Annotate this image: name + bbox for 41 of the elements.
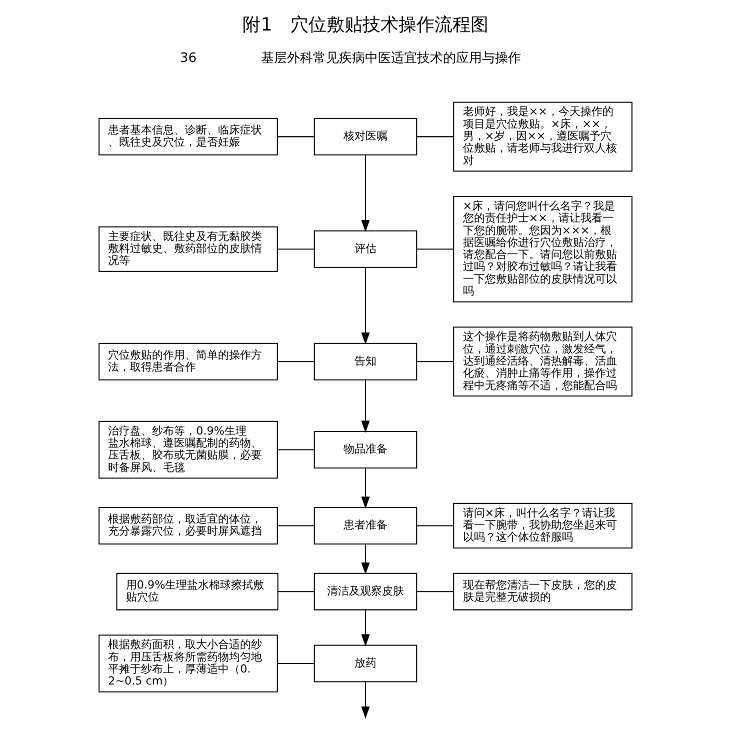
connector bbox=[277, 449, 314, 450]
node-box: 物品准备 bbox=[313, 431, 417, 468]
connector bbox=[277, 525, 314, 526]
connector bbox=[277, 663, 314, 664]
node-box: 穴位敷贴的作用、简单的操作方法，取得患者合作 bbox=[98, 342, 278, 380]
connector bbox=[416, 591, 453, 592]
node-box: 请问×床，叫什么名字？请让我看一下腕带，我协助您坐起来可以吗？这个体位舒服吗 bbox=[452, 502, 632, 549]
node-box: 用0.9%生理盐水棉球擦拭敷贴穴位 bbox=[116, 572, 278, 610]
connector bbox=[416, 136, 453, 138]
node-box: 根据敷药部位，取适宜的体位，充分暴露穴位，必要时屏风遮挡 bbox=[98, 506, 278, 544]
arrow bbox=[360, 544, 370, 575]
node-box: 治疗盘、纱布等，0.9%生理盐水棉球、遵医嘱配制的药物、压舌板、胶布或无菌贴膜，必要时备屏风、毛毯 bbox=[98, 420, 278, 479]
connector bbox=[277, 136, 314, 138]
node-box: 核对医嘱 bbox=[313, 118, 417, 156]
arrow bbox=[360, 682, 370, 719]
node-box: 老师好，我是××，今天操作的项目是穴位敷贴。×床，××，男，×岁，因××，遵医嘱予穴位敷贴，请老师与我进行双人核对 bbox=[452, 102, 632, 172]
node-box: ×床，请问您叫什么名字？我是您的责任护士××，请让我看一下您的腕带。您因为×××，根据医嘱给你进行穴位敷贴治疗，请您配合一下。请问您以前敷贴过吗？对胶布过敏吗？请让我看一下您敷贴部位的皮肤情况可以吗 bbox=[452, 196, 632, 302]
node-box: 根据敷药面积，取大小合适的纱布，用压舌板将所需药物均匀地平摊于纱布上，厚薄适中（0.2~0.5 cm） bbox=[98, 634, 278, 692]
arrow bbox=[360, 610, 370, 646]
connector bbox=[278, 591, 314, 592]
node-box: 清洁及观察皮肤 bbox=[313, 572, 417, 610]
node-box: 现在帮您清洁一下皮肤，您的皮肤是完整无破损的 bbox=[452, 572, 632, 610]
diagram-title: 附1 穴位敷贴技术操作流程图 bbox=[242, 14, 488, 36]
label: 36 bbox=[179, 51, 196, 66]
node-box: 这个操作是将药物敷贴到人体穴位，通过刺激穴位，激发经气，达到通经活络、清热解毒、活血化瘀、消肿止痛等作用，操作过程中无疼痛等不适，您能配合吗 bbox=[452, 326, 632, 397]
connector bbox=[277, 248, 314, 250]
node-box: 告知 bbox=[313, 342, 417, 380]
arrow bbox=[360, 154, 370, 232]
connector bbox=[277, 361, 314, 362]
node-box: 评估 bbox=[313, 230, 417, 268]
node-box: 放药 bbox=[313, 644, 417, 682]
arrow bbox=[360, 380, 370, 433]
arrow bbox=[360, 468, 370, 509]
connector bbox=[416, 248, 453, 250]
node-box: 患者基本信息、诊断、临床症状、既往史及穴位，是否妊娠 bbox=[98, 118, 278, 156]
node-box: 患者准备 bbox=[313, 506, 417, 544]
node-box: 主要症状、既往史及有无黏胶类敷料过敏史、敷药部位的皮肤情况等 bbox=[98, 226, 278, 272]
arrow bbox=[360, 267, 370, 345]
label: 基层外科常见疾病中医适宜技术的应用与操作 bbox=[260, 51, 520, 66]
connector bbox=[416, 361, 453, 362]
connector bbox=[416, 525, 453, 526]
